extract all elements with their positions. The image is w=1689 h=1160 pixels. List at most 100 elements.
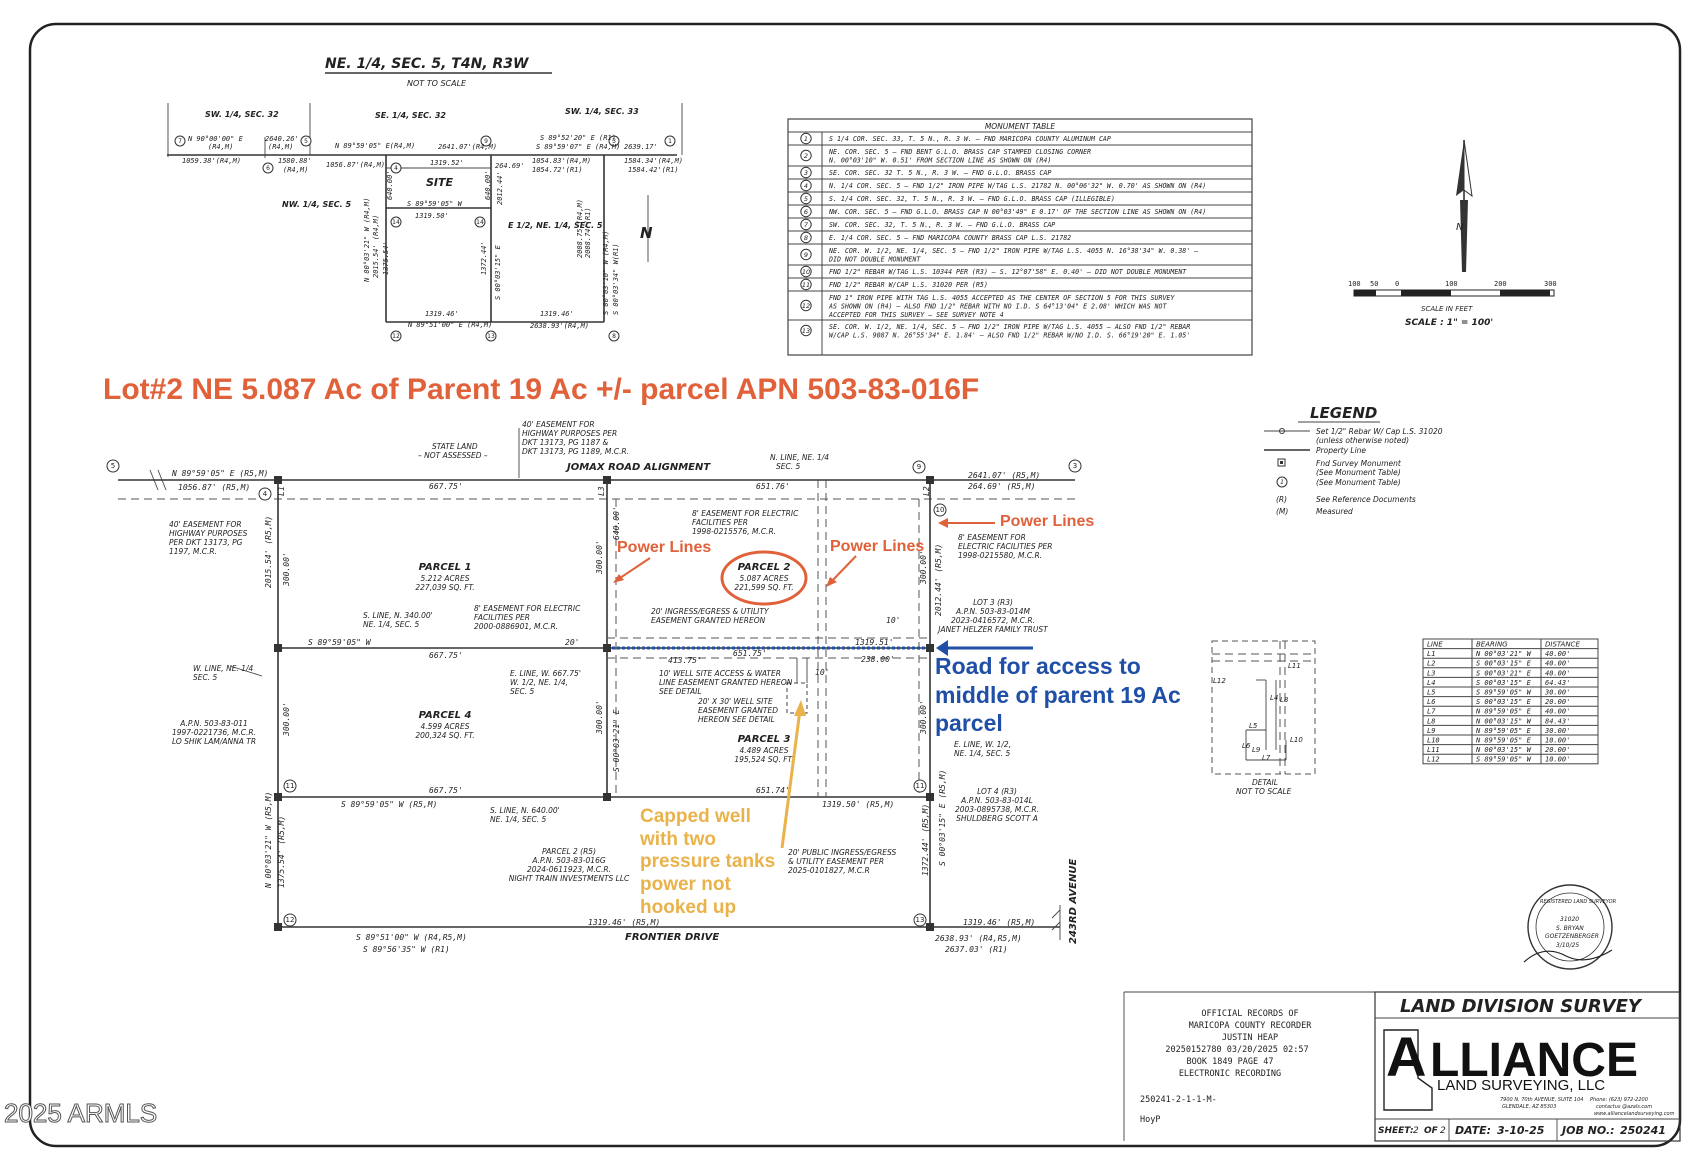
- svg-text:S 89°59'05" W: S 89°59'05" W: [1476, 689, 1532, 697]
- apn-left: A.P.N. 503-83-011 1997-0221736, M.C.R. L…: [172, 719, 256, 746]
- scale-tick: 50: [1370, 280, 1378, 288]
- svg-text:11: 11: [802, 281, 810, 289]
- v-640: 640.00': [612, 506, 621, 540]
- detail-label: L7: [1262, 754, 1271, 762]
- svg-text:S 00°03'15" E: S 00°03'15" E: [1476, 698, 1532, 706]
- seal-name2: GOETZENBERGER: [1545, 933, 1599, 940]
- svg-text:ACCEPTED FOR THIS SURVEY – SEE: ACCEPTED FOR THIS SURVEY – SEE SURVEY NO…: [828, 311, 1004, 319]
- svg-text:Fnd Survey Monument: Fnd Survey Monument: [1316, 459, 1402, 468]
- legend-item: (R) See Reference Documents: [1276, 495, 1416, 504]
- svg-text:JANET HELZER FAMILY TRUST: JANET HELZER FAMILY TRUST: [936, 625, 1049, 634]
- parcel2-r5: PARCEL 2 (R5) A.P.N. 503-83-016G 2024-06…: [509, 847, 630, 883]
- power-lines-3: Power Lines: [1000, 513, 1094, 530]
- scale-tick: 0: [1395, 280, 1399, 288]
- d1319-bot: 1319.50' (R5,M): [822, 800, 894, 809]
- svg-text:DISTANCE: DISTANCE: [1545, 641, 1580, 649]
- vm-b27: S 00°03'10" W (R4,M): [602, 231, 610, 315]
- vm-b14: 1584.42'(R1): [628, 166, 679, 174]
- svg-text:A.P.N. 503-83-014M: A.P.N. 503-83-014M: [955, 607, 1030, 616]
- svg-text:S. LINE, N. 340.00': S. LINE, N. 340.00': [363, 611, 433, 620]
- svg-text:Road for access to: Road for access to: [935, 653, 1141, 679]
- bottom-dist1: 1319.46' (R5,M): [588, 918, 660, 927]
- vm-b2: 2640.26': [265, 135, 299, 143]
- d10a: 10': [886, 616, 900, 625]
- scale-ratio: SCALE : 1" = 100': [1405, 318, 1493, 328]
- w-line: W. LINE, NE. 1/4 SEC. 5: [193, 664, 253, 682]
- svg-text:N 89°59'05" E: N 89°59'05" E: [1475, 737, 1532, 745]
- svg-text:SEC. 5: SEC. 5: [510, 687, 535, 696]
- seal-name: S. BRYAN: [1556, 925, 1584, 932]
- svg-text:A.P.N. 503-83-016G: A.P.N. 503-83-016G: [531, 856, 605, 865]
- svg-text:HEREON SEE DETAIL: HEREON SEE DETAIL: [698, 715, 775, 724]
- records-line-5: BOOK 1849 PAGE 47: [1187, 1057, 1274, 1067]
- top-dist: 1056.87' (R5,M): [178, 483, 250, 492]
- records-line-4: 20250152780 03/20/2025 02:57: [1165, 1045, 1308, 1055]
- elec-easement-top: 8' EASEMENT FOR ELECTRIC FACILITIES PER …: [692, 509, 799, 536]
- records-ref2: HoyP: [1140, 1115, 1160, 1125]
- monument-table-title: MONUMENT TABLE: [985, 122, 1056, 131]
- svg-text:NW. COR. SEC. 5 – FND G.L.O. B: NW. COR. SEC. 5 – FND G.L.O. BRASS CAP N…: [828, 208, 1206, 216]
- vm-b16: 1319.50': [415, 212, 449, 220]
- svg-text:L4: L4: [1427, 679, 1435, 687]
- d1319-mid: 1319.51': [855, 638, 894, 647]
- company-subtitle: LAND SURVEYING, LLC: [1437, 1077, 1605, 1094]
- legend-item: 1(See Monument Table): [1276, 476, 1401, 488]
- bottom-bearing1: S 89°51'00" W (R4,R5,M): [356, 933, 467, 942]
- svg-text:4.489 ACRES: 4.489 ACRES: [740, 746, 789, 755]
- seal-date: 3/10/25: [1556, 942, 1579, 949]
- svg-text:& UTILITY EASEMENT PER: & UTILITY EASEMENT PER: [788, 857, 884, 866]
- surveyor-seal: REGISTERED LAND SURVEYOR 31020 S. BRYAN …: [1523, 884, 1616, 970]
- svg-text:Capped well: Capped well: [640, 806, 751, 827]
- seal-top: REGISTERED LAND SURVEYOR: [1540, 899, 1616, 905]
- s-line2: S. LINE, N. 640.00' NE. 1/4, SEC. 5: [490, 806, 560, 824]
- l3-label: L3: [597, 486, 606, 496]
- svg-text:EASEMENT GRANTED: EASEMENT GRANTED: [698, 706, 778, 715]
- l2-label: L2: [922, 486, 931, 496]
- v-2012: 2012.44' (R5,M): [934, 544, 943, 616]
- label-e-half: E 1/2, NE. 1/4, SEC. 5: [508, 221, 603, 230]
- v-n0003: N 00°03'21" W (R5,M): [264, 792, 273, 889]
- svg-text:DKT 13173, PG 1187 &: DKT 13173, PG 1187 &: [522, 438, 608, 447]
- svg-text:2000-0886901, M.C.R.: 2000-0886901, M.C.R.: [474, 622, 558, 631]
- vm-b25: 2008.75'(R4,M): [576, 199, 584, 258]
- seal-num: 31020: [1560, 916, 1579, 923]
- svg-text:PER DKT 13173, PG: PER DKT 13173, PG: [169, 538, 243, 547]
- svg-text:9: 9: [804, 251, 808, 259]
- vm-b20: N 00°03'21" W (R4,M): [363, 198, 371, 283]
- d20: 20': [565, 638, 579, 647]
- job-value: 250241: [1620, 1124, 1666, 1137]
- svg-text:See Reference Documents: See Reference Documents: [1316, 495, 1416, 504]
- bottom-dist2: 1319.46' (R5,M): [963, 918, 1035, 927]
- records-ref1: 250241-2-1-1-M-: [1140, 1095, 1217, 1105]
- svg-text:4: 4: [263, 490, 268, 498]
- svg-text:N. 1/4 COR. SEC. 5 – FND 1/2": N. 1/4 COR. SEC. 5 – FND 1/2" IRON PIPE …: [828, 182, 1206, 190]
- vm-b1: N 90°00'00" E: [187, 135, 244, 143]
- svg-text:middle of parent 19 Ac: middle of parent 19 Ac: [935, 682, 1181, 708]
- svg-text:(unless otherwise noted): (unless otherwise noted): [1316, 436, 1409, 445]
- vm-b22: 1375.54': [382, 241, 390, 275]
- svg-text:N. 00°03'10" W. 0.51' FROM SEC: N. 00°03'10" W. 0.51' FROM SECTION LINE …: [828, 157, 1051, 165]
- label-sw-sec32: SW. 1/4, SEC. 32: [205, 110, 279, 119]
- svg-text:40.00': 40.00': [1545, 660, 1570, 668]
- detail-caption1: DETAIL: [1252, 778, 1278, 787]
- easement-hwy-left: 40' EASEMENT FOR HIGHWAY PURPOSES PER DK…: [169, 520, 248, 556]
- svg-text:LINE: LINE: [1427, 641, 1443, 649]
- right-top2: 264.69' (R5,M): [968, 482, 1035, 491]
- right-top1: 2641.07' (R5,M): [968, 471, 1040, 480]
- svg-text:SEC. 5: SEC. 5: [193, 673, 218, 682]
- l1-label: L1: [277, 486, 286, 496]
- svg-text:13: 13: [916, 916, 925, 924]
- detail-label: L10: [1290, 736, 1303, 744]
- svg-text:S 00°03'21" E: S 00°03'21" E: [1476, 669, 1532, 677]
- d651-mid: 651.75': [733, 649, 767, 658]
- svg-text:(R): (R): [1276, 495, 1287, 504]
- svg-text:20' X 30' WELL SITE: 20' X 30' WELL SITE: [698, 697, 773, 706]
- svg-text:8: 8: [612, 333, 616, 340]
